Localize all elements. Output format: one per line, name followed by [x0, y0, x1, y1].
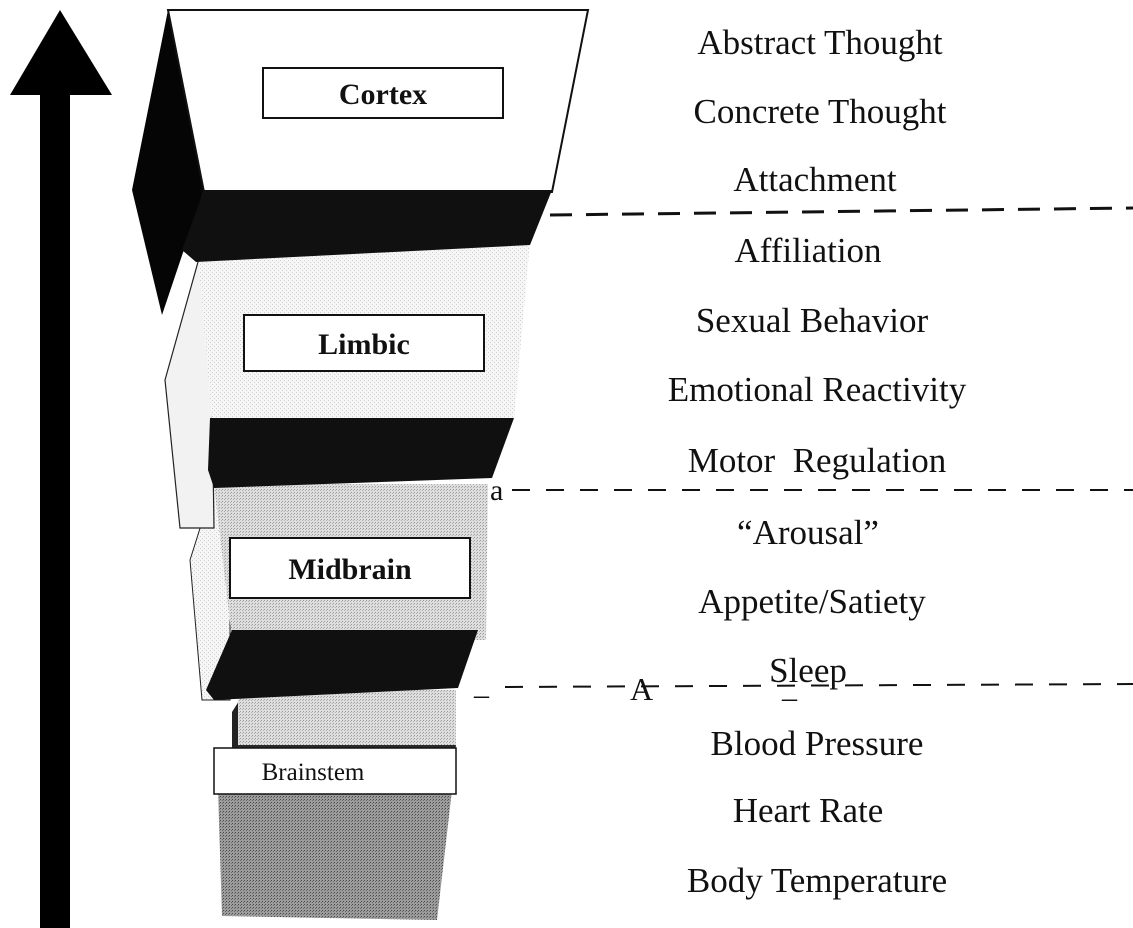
arrow-head	[10, 10, 112, 95]
arrow-shaft	[40, 93, 70, 928]
function-arousal: “Arousal”	[737, 513, 879, 552]
mark-dash-left: _	[473, 668, 490, 701]
mark-a: a	[490, 474, 503, 507]
brainstem-tier: Brainstem	[214, 690, 456, 920]
limbic-label: Limbic	[318, 328, 410, 361]
function-blood-pressure: Blood Pressure	[711, 724, 924, 763]
separator-cortex-limbic	[550, 208, 1133, 215]
mark-A: A	[630, 671, 653, 707]
function-motor-regulation: Motor Regulation	[688, 441, 947, 480]
midbrain-label: Midbrain	[288, 553, 412, 586]
function-sexual-behavior: Sexual Behavior	[696, 301, 929, 340]
upward-arrow	[10, 10, 112, 928]
function-heart-rate: Heart Rate	[733, 791, 884, 830]
brainstem-block	[218, 790, 452, 920]
function-appetite-satiety: Appetite/Satiety	[698, 582, 926, 621]
function-sleep: Sleep	[769, 651, 847, 690]
function-affiliation: Affiliation	[734, 231, 881, 270]
function-body-temperature: Body Temperature	[687, 861, 947, 900]
midbrain-base	[206, 630, 478, 700]
function-abstract-thought: Abstract Thought	[697, 23, 943, 62]
function-attachment: Attachment	[733, 160, 897, 199]
brainstem-label: Brainstem	[262, 759, 365, 786]
function-labels: Abstract Thought Concrete Thought Attach…	[668, 23, 967, 900]
function-emotional-reactivity: Emotional Reactivity	[668, 370, 967, 409]
cortex-label: Cortex	[339, 78, 427, 111]
limbic-base	[208, 418, 514, 488]
midbrain-tier: Midbrain	[190, 484, 488, 700]
function-concrete-thought: Concrete Thought	[693, 92, 946, 131]
brainstem-cap	[238, 690, 456, 752]
